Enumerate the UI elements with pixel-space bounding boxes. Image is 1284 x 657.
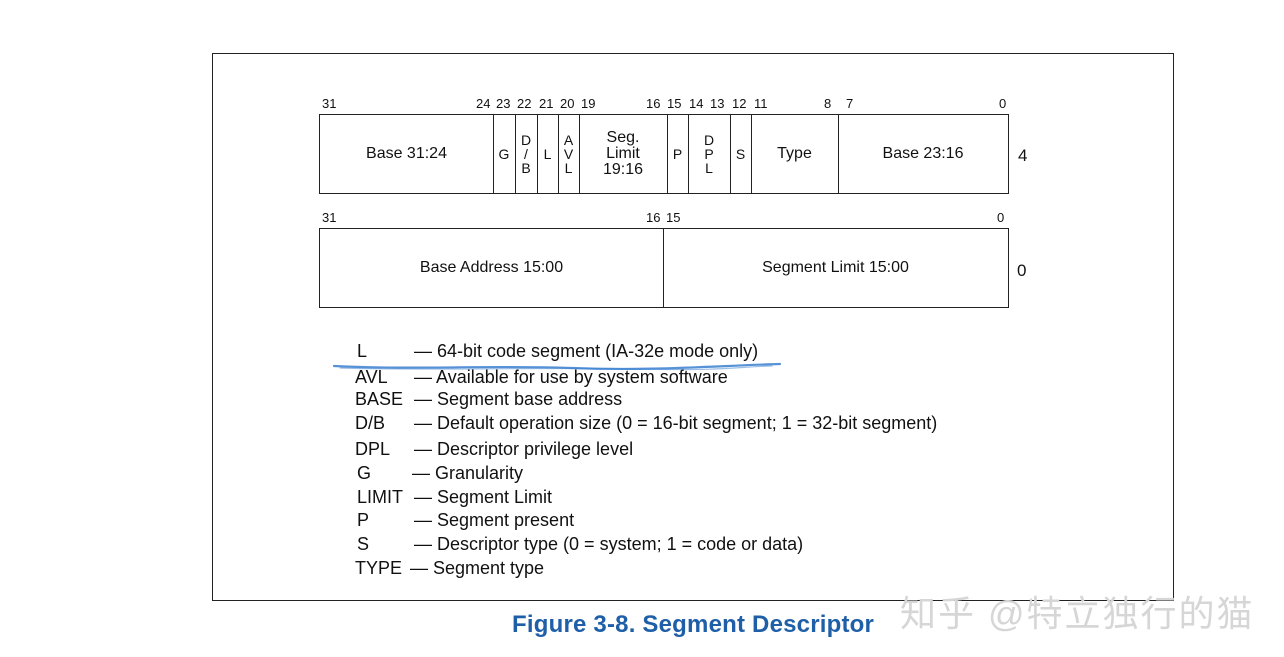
legend-item-type: TYPE— Segment type <box>355 558 545 578</box>
legend-item-g: G— Granularity <box>357 463 524 483</box>
bit-label-11: 11 <box>754 96 768 111</box>
bit-label-0-bottom: 0 <box>997 210 1005 225</box>
field-p: P <box>672 146 683 162</box>
figure-frame <box>212 53 1174 601</box>
bit-label-16-top: 16 <box>646 96 661 111</box>
bit-label-15-top: 15 <box>667 96 682 111</box>
field-type: Type <box>777 145 812 162</box>
descriptor-low-dword: Base Address 15:00 Segment Limit 15:00 <box>319 228 1009 308</box>
legend-item-db: D/B— Default operation size (0 = 16-bit … <box>355 413 938 433</box>
bit-label-14: 14 <box>689 96 704 111</box>
bit-label-19: 19 <box>581 96 596 111</box>
legend-item-s: S— Descriptor type (0 = system; 1 = code… <box>357 534 804 554</box>
bit-label-16-bottom: 16 <box>646 210 661 225</box>
bit-label-24: 24 <box>476 96 491 111</box>
bit-label-7: 7 <box>846 96 854 111</box>
field-s: S <box>735 146 746 162</box>
bit-label-20: 20 <box>560 96 575 111</box>
legend-item-base: BASE— Segment base address <box>355 389 623 409</box>
field-base-23-16: Base 23:16 <box>882 145 964 162</box>
bit-label-31-bottom: 31 <box>322 210 337 225</box>
bit-label-23: 23 <box>496 96 511 111</box>
field-l: L <box>543 146 552 162</box>
bit-label-21: 21 <box>539 96 554 111</box>
bit-label-22: 22 <box>517 96 532 111</box>
legend-item-limit: LIMIT— Segment Limit <box>357 487 553 507</box>
bit-label-15-bottom: 15 <box>666 210 681 225</box>
field-base-address-15-00: Base Address 15:00 <box>419 259 564 276</box>
field-base-31-24: Base 31:24 <box>366 145 447 162</box>
bit-label-13: 13 <box>710 96 725 111</box>
legend-item-avl: AVL— Available for use by system softwar… <box>355 367 728 387</box>
figure-caption: Figure 3-8. Segment Descriptor <box>512 611 875 638</box>
bit-label-8: 8 <box>824 96 832 111</box>
field-segment-limit-15-00: Segment Limit 15:00 <box>762 259 909 276</box>
field-g: G <box>498 146 510 162</box>
highlight-underline <box>332 362 782 371</box>
byte-offset-4: 4 <box>1018 146 1028 165</box>
legend-item-p: P— Segment present <box>357 510 575 530</box>
legend-item-l: L— 64-bit code segment (IA-32e mode only… <box>357 341 759 361</box>
watermark: 知乎 @特立独行的猫 <box>900 593 1255 634</box>
byte-offset-0: 0 <box>1017 261 1027 280</box>
bit-label-31-top: 31 <box>322 96 337 111</box>
bit-label-0-top: 0 <box>999 96 1007 111</box>
legend-item-dpl: DPL— Descriptor privilege level <box>355 439 634 459</box>
bit-label-12: 12 <box>732 96 747 111</box>
field-db: D/B <box>520 132 532 176</box>
